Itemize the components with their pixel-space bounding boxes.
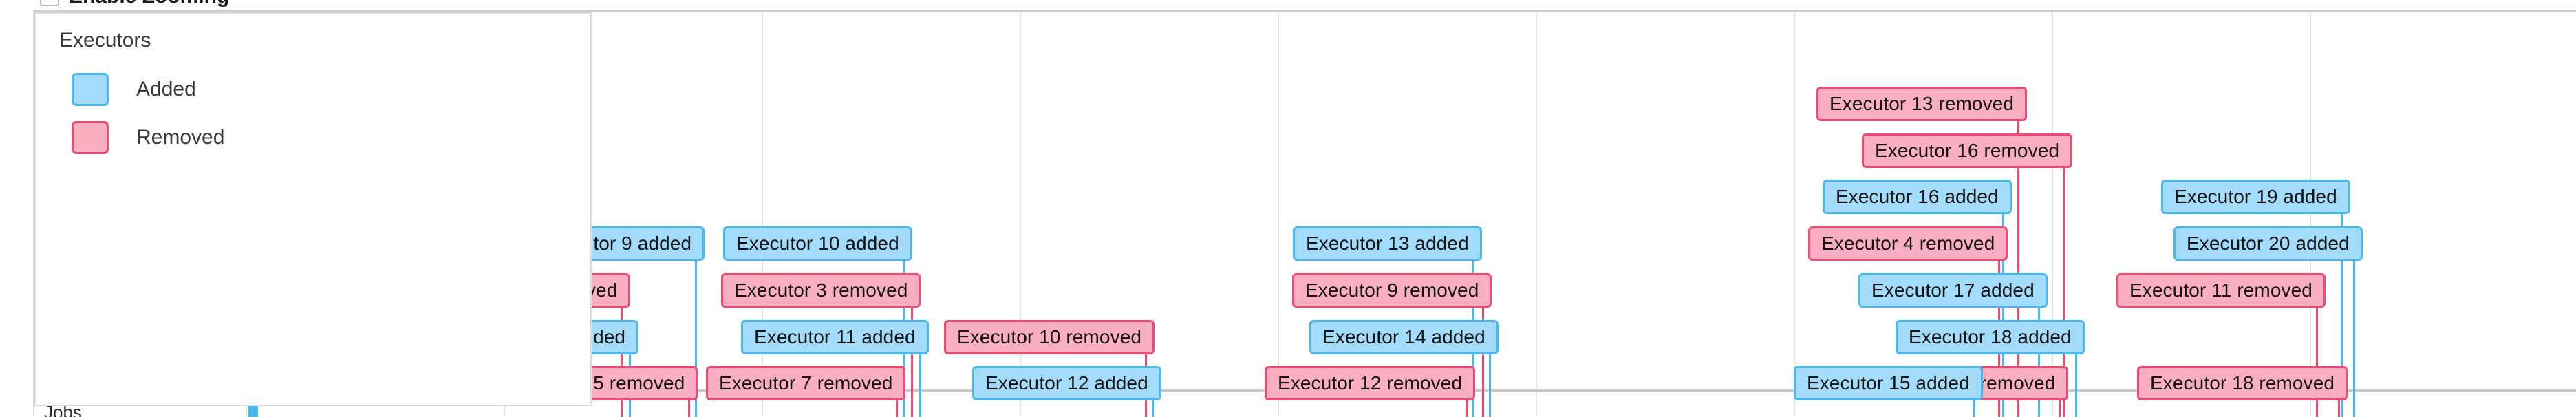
event-line <box>911 297 913 417</box>
enable-zooming-label: Enable Zooming <box>69 0 229 8</box>
event-label-removed[interactable]: Executor 12 removed <box>1265 366 1476 401</box>
event-line <box>695 251 697 417</box>
zoom-toolbar: Enable Zooming <box>0 0 2576 8</box>
event-label-removed[interactable]: Executor 10 removed <box>944 319 1155 354</box>
event-label-added[interactable]: Executor 17 added <box>1858 272 2048 308</box>
event-label-removed[interactable]: Executor 7 removed <box>706 366 906 401</box>
legend-swatch-added <box>72 73 109 106</box>
gridline-8 <box>2310 12 2311 417</box>
event-label-removed[interactable]: Executor 3 removed <box>721 272 921 308</box>
event-line <box>2063 158 2065 417</box>
legend-item-removed[interactable]: Removed <box>72 121 224 154</box>
event-line <box>919 344 921 417</box>
legend-label-removed: Removed <box>136 126 225 149</box>
event-label-added[interactable]: Executor 10 added <box>723 226 912 261</box>
event-line <box>1482 297 1484 417</box>
legend-swatch-removed <box>72 121 109 154</box>
event-label-removed[interactable]: Executor 18 removed <box>2137 366 2348 401</box>
event-label-added[interactable]: Executor 12 added <box>972 366 1161 401</box>
gridline-3 <box>1020 12 1021 417</box>
legend-box: Executors Added Removed <box>34 12 592 406</box>
event-line <box>2338 391 2340 417</box>
event-label-added[interactable]: Executor 14 added <box>1309 319 1499 354</box>
event-label-removed[interactable]: Executor 9 removed <box>1292 272 1492 308</box>
event-line <box>2059 391 2061 417</box>
event-label-removed[interactable]: Executor 4 removed <box>1808 226 2008 261</box>
event-line <box>2353 251 2355 417</box>
enable-zooming-checkbox[interactable] <box>40 0 59 6</box>
event-line <box>1466 391 1468 417</box>
event-line <box>2038 297 2040 417</box>
event-line <box>2341 204 2343 417</box>
gridline-6 <box>1794 12 1795 417</box>
event-line <box>621 297 623 417</box>
event-label-added[interactable]: Executor 20 added <box>2174 226 2363 261</box>
event-label-added[interactable]: Executor 11 added <box>741 319 929 354</box>
timeline-panel[interactable]: Executors Jobs Executor 3 addedExecutor … <box>33 10 2576 417</box>
legend-item-added[interactable]: Added <box>72 73 196 106</box>
event-label-added[interactable]: Executor 15 added <box>1794 366 1983 401</box>
event-line <box>1152 391 1154 417</box>
event-label-removed[interactable]: Executor 11 removed <box>2116 272 2326 308</box>
event-line <box>1489 344 1491 417</box>
event-label-added[interactable]: Executor 19 added <box>2161 180 2350 215</box>
gridline-7 <box>2052 12 2053 417</box>
event-label-removed[interactable]: Executor 13 removed <box>1816 86 2028 121</box>
event-line <box>688 391 690 417</box>
event-line <box>896 391 898 417</box>
event-line <box>2002 204 2004 417</box>
gridline-4 <box>1278 12 1279 417</box>
event-label-removed[interactable]: Executor 16 removed <box>1862 133 2073 168</box>
gridline-2 <box>762 12 763 417</box>
event-label-added[interactable]: Executor 18 added <box>1896 319 2085 354</box>
event-label-added[interactable]: Executor 13 added <box>1293 226 1482 261</box>
event-label-added[interactable]: Executor 16 added <box>1823 180 2012 215</box>
legend-title: Executors <box>59 29 151 52</box>
event-line <box>2316 297 2318 417</box>
event-line <box>1973 391 1975 417</box>
event-line <box>2075 344 2077 417</box>
legend-label-added: Added <box>136 78 196 100</box>
gridline-5 <box>1536 12 1537 417</box>
event-line <box>2017 111 2019 417</box>
